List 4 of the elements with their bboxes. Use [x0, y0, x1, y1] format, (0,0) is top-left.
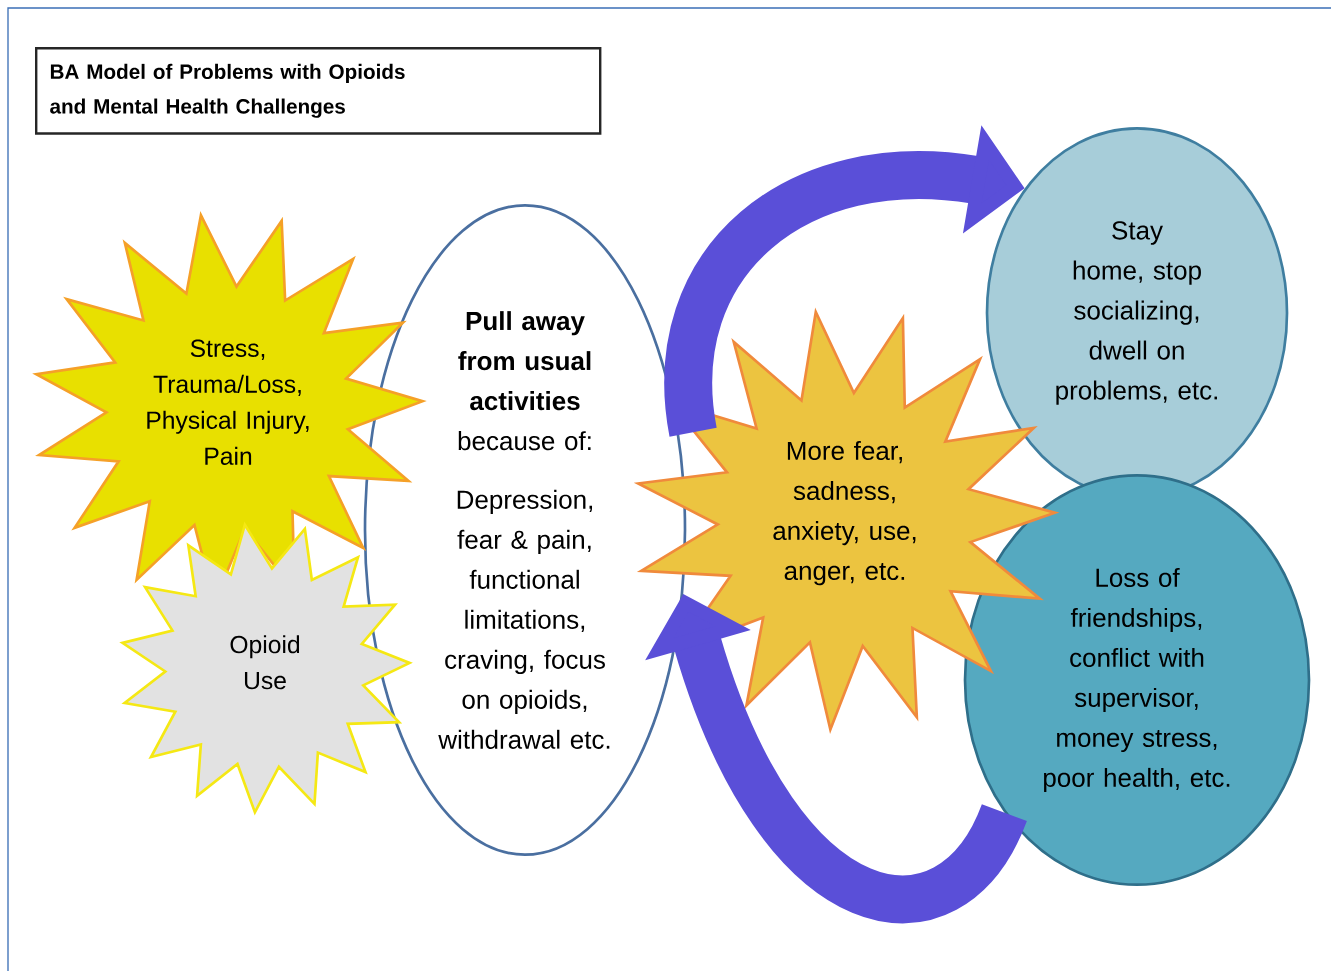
ellipse-bubble: Loss of friendships, conflict with supervisor, money stress, poor health, etc.: [963, 474, 1311, 886]
ellipse-bubble: Pull away from usual activities because of: Depression, fear & pain, functional limitations, craving, focus on opioids, withdrawal etc.: [363, 204, 687, 856]
ellipse-bubble: Stay home, stop socializing, dwell on problems, etc.: [985, 127, 1289, 499]
title-box: BA Model of Problems with Opioids and Mental Health Challenges: [35, 47, 602, 135]
